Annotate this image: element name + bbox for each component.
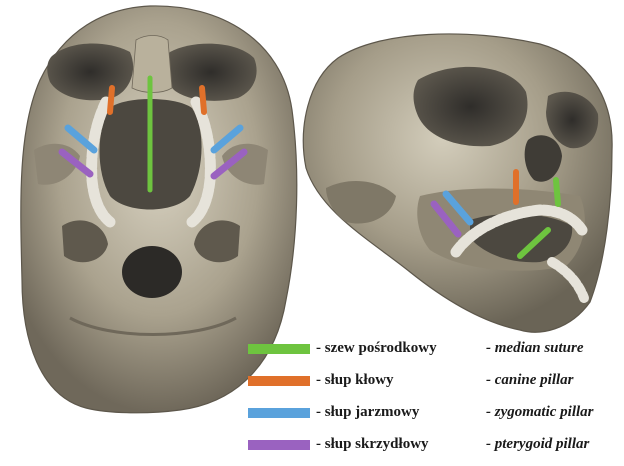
legend-label-en: - pterygoid pillar xyxy=(486,436,589,453)
legend-label-en: - median suture xyxy=(486,340,584,357)
legend-label-en: - zygomatic pillar xyxy=(486,404,594,421)
skull-oblique-view xyxy=(303,34,612,332)
legend-swatch-canine xyxy=(248,376,310,386)
canine-pillar-marker-left xyxy=(110,88,112,112)
oblique-median-marker-vertical xyxy=(556,180,558,204)
legend-label-pl: - słup jarzmowy xyxy=(316,404,419,421)
foramen-magnum xyxy=(122,246,182,298)
legend-label-pl: - szew pośrodkowy xyxy=(316,340,437,357)
legend-swatch-median xyxy=(248,344,310,354)
legend-row-median: - szew pośrodkowy - median suture xyxy=(244,336,622,362)
right-orbit xyxy=(165,44,257,101)
legend-swatch-pterygoid xyxy=(248,440,310,450)
legend-label-pl: - słup kłowy xyxy=(316,372,394,389)
legend-label-en: - canine pillar xyxy=(486,372,574,389)
legend-row-zygomatic: - słup jarzmowy - zygomatic pillar xyxy=(244,400,622,426)
legend-row-canine: - słup kłowy - canine pillar xyxy=(244,368,622,394)
legend-label-pl: - słup skrzydłowy xyxy=(316,436,429,453)
left-orbit xyxy=(47,43,133,100)
legend-swatch-zygomatic xyxy=(248,408,310,418)
legend: - szew pośrodkowy - median suture - słup… xyxy=(244,336,622,464)
legend-row-pterygoid: - słup skrzydłowy - pterygoid pillar xyxy=(244,432,622,458)
canine-pillar-marker-right xyxy=(202,88,204,112)
